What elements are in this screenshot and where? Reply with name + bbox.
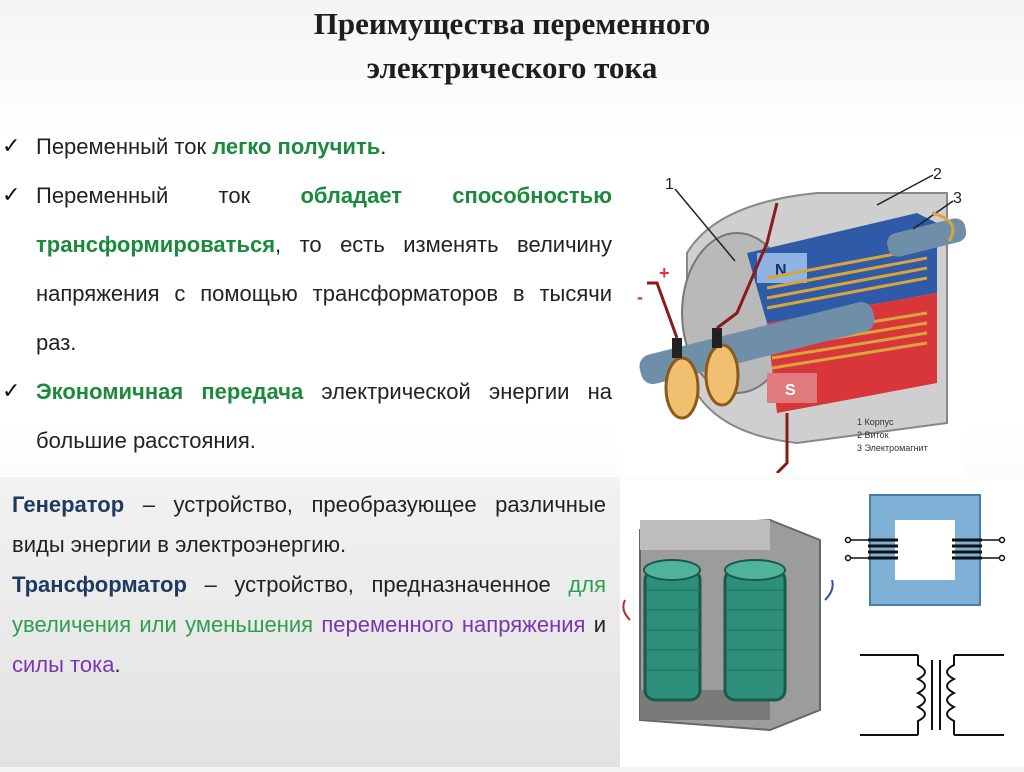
bullet-highlight: Экономичная передача [36,379,304,404]
brush-1 [672,338,682,358]
pole-n-block [757,253,807,283]
bullet-item: ✓ Переменный ток легко получить. [0,122,612,171]
checkmark-icon: ✓ [2,379,21,404]
transformer-text: и [585,612,606,637]
schematic-windings [868,538,982,560]
callout-2: 2 [933,166,942,183]
bullet-text: Переменный ток [36,183,301,208]
core-top [640,520,770,550]
coil-right-top [724,559,786,581]
schematic-window [895,520,955,580]
advantages-list: ✓ Переменный ток легко получить. ✓ Перем… [0,122,612,465]
transformer-purple-text: переменного напряжения [321,612,586,637]
bullet-item: ✓ Экономичная передача электрической эне… [0,367,612,465]
transformer-schematic-illustration [844,494,1006,736]
brush-2 [712,328,722,348]
transformer-purple-text: силы тока [12,652,115,677]
generator-illustration: N S + - 1 2 3 1 Корпус [637,166,967,475]
transformer-definition: Трансформатор – устройство, предназначен… [12,565,606,685]
checkmark-icon: ✓ [2,183,21,208]
pole-s-label: S [785,382,796,399]
page-title: Преимущества переменного электрического … [160,2,864,90]
definitions: Генератор – устройство, преобразующее ра… [12,485,606,685]
slip-ring-1 [664,356,700,420]
plus-sign: + [659,263,670,283]
pole-s-block [767,373,817,403]
transformer-green-text: для увеличения или уменьшения [12,572,606,637]
bullet-text: . [380,134,387,159]
generator-definition: Генератор – устройство, преобразующее ра… [12,485,606,565]
definitions-panel [0,477,620,767]
minus-sign: - [637,287,643,307]
title-line-2: электрического тока [366,50,658,85]
legend-item: 2 Виток [857,430,889,440]
callout-3: 3 [953,190,962,207]
shaft [639,301,875,385]
rotation-arrow-icon [931,211,955,242]
coil-texture [645,589,785,671]
lead-wire-2 [716,202,779,330]
callout-line-3 [912,200,954,230]
generator-diagram: N S + - 1 2 3 1 Корпус [617,143,967,475]
generator-term: Генератор [12,492,125,517]
transformer-schematic [840,480,1024,767]
bullet-text: электрической энергии на большие расстоя… [36,379,612,453]
callout-line-1 [674,188,736,262]
transformer-symbol [860,654,1004,736]
checkmark-icon: ✓ [2,134,21,159]
bullet-text: Переменный ток [36,134,213,159]
transformer-photo [620,480,840,767]
pole-n-label: N [775,262,787,279]
transformer-text: – устройство, предназначенное [186,572,569,597]
generator-text: – устройство, преобразующее различные ви… [12,492,606,557]
schematic-leads [844,536,1006,562]
wire-left [622,599,631,621]
bullet-highlight: легко получить [212,134,381,159]
lead-wire-1 [647,281,679,339]
lead-wire-3 [775,413,789,475]
wire-right [824,579,834,601]
legend-item: 3 Электромагнит [857,443,928,453]
bullet-text: , то есть изменять величину напряжения с… [36,232,612,355]
shaft-end [887,218,967,257]
transformer-term: Трансформатор [12,572,187,597]
bullet-highlight: обладает способностью трансформироваться [36,183,612,257]
transformer-illustration [622,518,834,732]
legend-item: 1 Корпус [857,417,894,427]
bullet-item: ✓ Переменный ток обладает способностью т… [0,171,612,367]
callout-line-2 [876,174,934,206]
coil-left-top [643,559,701,581]
slip-ring-2 [704,343,740,407]
transformer-text: . [114,652,121,677]
callout-1: 1 [665,176,674,193]
title-line-1: Преимущества переменного [313,6,711,41]
